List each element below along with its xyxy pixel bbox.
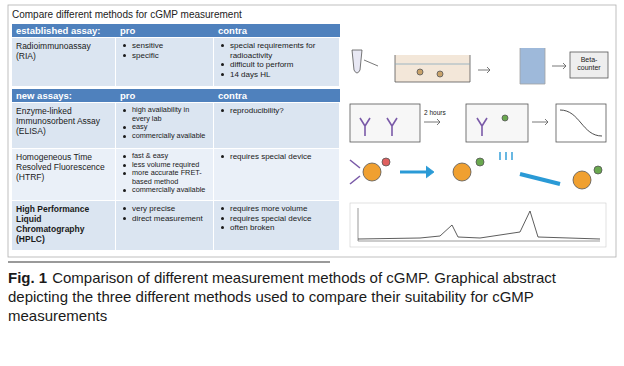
bullet-item: direct measurement bbox=[120, 214, 209, 224]
bullet-item: commercially available bbox=[120, 186, 209, 195]
table-cell: Radioimmunoassay (RIA) bbox=[12, 37, 116, 86]
hplc-sketch bbox=[350, 203, 606, 247]
bullet-item: special requirements for radioactivity bbox=[218, 41, 335, 60]
bullet-dot bbox=[123, 155, 126, 158]
column-header: pro bbox=[120, 89, 210, 102]
time-label: 2 hours bbox=[424, 109, 446, 116]
table-cell: requires more volumerequires special dev… bbox=[214, 200, 340, 250]
bullet-item: requires special device bbox=[218, 152, 335, 162]
table-cell: fast & easyless volume requiredmore accu… bbox=[116, 148, 214, 200]
figure-number: Fig. 1 bbox=[8, 269, 47, 286]
bullet-dot bbox=[123, 172, 126, 175]
bullet-dot bbox=[123, 207, 126, 210]
bullet-dot bbox=[123, 164, 126, 167]
header-cell: contra bbox=[214, 89, 340, 102]
bullet-item: commercially available bbox=[120, 132, 209, 141]
bullet-dot bbox=[123, 126, 126, 129]
bullet-dot bbox=[221, 217, 224, 220]
bullet-item: fast & easy bbox=[120, 152, 209, 161]
header-cell: pro bbox=[116, 89, 214, 102]
caption-rule bbox=[8, 261, 330, 263]
bullet-dot bbox=[123, 44, 126, 47]
bullet-dot bbox=[221, 109, 224, 112]
table-cell: very precisedirect measurement bbox=[116, 200, 214, 250]
column-header: contra bbox=[218, 89, 336, 102]
bullet-item: difficult to perform bbox=[218, 60, 335, 70]
header-cell: contra bbox=[214, 24, 340, 37]
method-name: Homogeneous Time Resolved Fluorescence (… bbox=[16, 152, 111, 182]
bullet-dot bbox=[123, 109, 126, 112]
bullet-dot bbox=[123, 54, 126, 57]
bullet-item: specific bbox=[120, 51, 209, 61]
table-cell: sensitivespecific bbox=[116, 37, 214, 86]
column-header: established assay: bbox=[16, 24, 112, 37]
ria-sketch bbox=[352, 48, 608, 84]
header-cell: pro bbox=[116, 24, 214, 37]
column-header: contra bbox=[218, 24, 336, 37]
bullet-item: high availability in every lab bbox=[120, 106, 209, 123]
method-name: Enzyme-linked Immunosorbent Assay (ELISA… bbox=[16, 106, 111, 136]
bullet-dot bbox=[221, 73, 224, 76]
table-cell: reproducibility? bbox=[214, 102, 340, 148]
bullet-item: 14 days HL bbox=[218, 70, 335, 80]
bullet-dot bbox=[221, 44, 224, 47]
elisa-sketch bbox=[350, 104, 606, 142]
table-cell: special requirements for radioactivitydi… bbox=[214, 37, 340, 86]
bullet-dot bbox=[221, 226, 224, 229]
header-cell: established assay: bbox=[12, 24, 116, 37]
bullet-item: easy bbox=[120, 123, 209, 132]
bullet-item: often broken bbox=[218, 223, 335, 233]
table-cell: requires special device bbox=[214, 148, 340, 200]
method-name: High Performance Liquid Chromatography (… bbox=[16, 204, 111, 244]
column-header: new assays: bbox=[16, 89, 112, 102]
table-cell: Homogeneous Time Resolved Fluorescence (… bbox=[12, 148, 116, 200]
header-cell: new assays: bbox=[12, 89, 116, 102]
bullet-item: requires more volume bbox=[218, 204, 335, 214]
table-cell: High Performance Liquid Chromatography (… bbox=[12, 200, 116, 250]
table-cell: high availability in every labeasycommer… bbox=[116, 102, 214, 148]
bullet-dot bbox=[221, 207, 224, 210]
bullet-dot bbox=[123, 189, 126, 192]
column-header: pro bbox=[120, 24, 210, 37]
htrf-sketch bbox=[350, 152, 602, 189]
bullet-item: more accurate FRET-based method bbox=[120, 169, 209, 186]
device-label: Beta-counter bbox=[571, 56, 607, 72]
bullet-item: sensitive bbox=[120, 41, 209, 51]
bullet-item: very precise bbox=[120, 204, 209, 214]
bullet-item: less volume required bbox=[120, 161, 209, 170]
frame bbox=[8, 5, 616, 257]
caption: Comparison of different measurement meth… bbox=[8, 269, 556, 324]
method-name: Radioimmunoassay (RIA) bbox=[16, 41, 111, 61]
table-cell: Enzyme-linked Immunosorbent Assay (ELISA… bbox=[12, 102, 116, 148]
bullet-dot bbox=[123, 135, 126, 138]
caption-block: Fig. 1Comparison of different measuremen… bbox=[8, 268, 568, 325]
bullet-item: requires special device bbox=[218, 214, 335, 224]
bullet-dot bbox=[123, 217, 126, 220]
title: Compare different methods for cGMP measu… bbox=[12, 9, 242, 20]
bullet-dot bbox=[221, 155, 224, 158]
bullet-item: reproducibility? bbox=[218, 106, 335, 116]
bullet-dot bbox=[221, 63, 224, 66]
